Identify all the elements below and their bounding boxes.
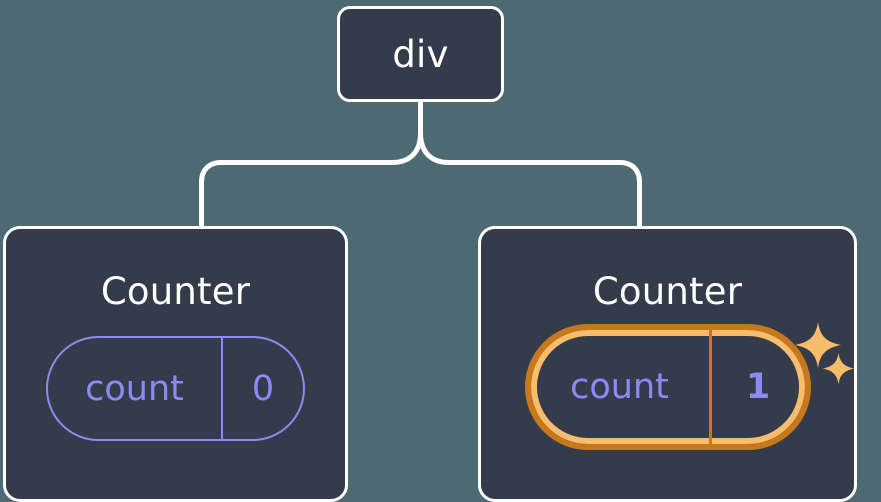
state-key-right: count: [531, 324, 712, 450]
node-counter-right[interactable]: Counter count 1: [478, 226, 857, 502]
connector-branch-left: [199, 130, 423, 229]
node-counter-right-label: Counter: [592, 270, 743, 313]
state-value-right: 1: [745, 367, 771, 407]
node-root-div[interactable]: div: [337, 6, 504, 102]
connector-branch-right: [418, 130, 642, 229]
state-value-left: 0: [251, 368, 275, 409]
state-pill-right[interactable]: count 1: [524, 324, 811, 450]
node-counter-left[interactable]: Counter count 0: [3, 226, 348, 502]
state-key-left: count: [48, 338, 223, 439]
node-counter-left-label: Counter: [100, 270, 251, 313]
state-pill-left[interactable]: count 0: [46, 336, 305, 441]
node-root-label: div: [392, 32, 449, 76]
